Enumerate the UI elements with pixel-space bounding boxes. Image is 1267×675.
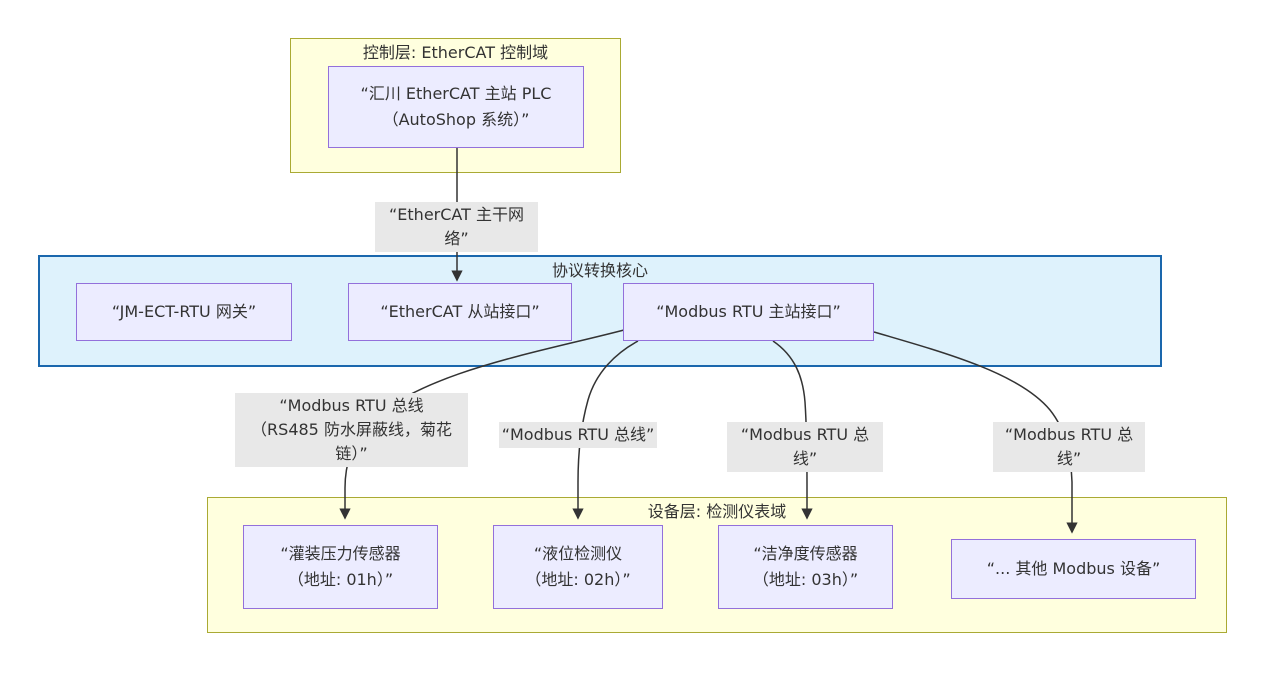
edge-label-modbus-bus-4: “Modbus RTU 总线” <box>993 422 1145 472</box>
edge-label-modbus-bus-2: “Modbus RTU 总线” <box>499 422 657 448</box>
node-plc-master: “汇川 EtherCAT 主站 PLC （AutoShop 系统）” <box>328 66 584 148</box>
edge-label-modbus-bus-1: “Modbus RTU 总线 （RS485 防水屏蔽线，菊花 链）” <box>235 393 468 467</box>
node-liquid-level-detector: “液位检测仪 （地址: 02h）” <box>493 525 663 609</box>
cluster-device-title: 设备层: 检测仪表域 <box>647 502 787 521</box>
edge-label-modbus-bus-3: “Modbus RTU 总线” <box>727 422 883 472</box>
edge-label-ethercat-backbone: “EtherCAT 主干网络” <box>375 202 538 252</box>
node-filling-pressure-sensor: “灌装压力传感器 （地址: 01h）” <box>243 525 438 609</box>
node-cleanliness-sensor: “洁净度传感器 （地址: 03h）” <box>718 525 893 609</box>
node-other-modbus-devices: “... 其他 Modbus 设备” <box>951 539 1196 599</box>
cluster-core-title: 协议转换核心 <box>551 261 648 280</box>
cluster-control-title: 控制层: EtherCAT 控制域 <box>362 43 549 62</box>
node-gateway: “JM-ECT-RTU 网关” <box>76 283 292 341</box>
edge-modbus-to-level-detector <box>572 340 639 520</box>
node-modbus-master-interface: “Modbus RTU 主站接口” <box>623 283 874 341</box>
node-ethercat-slave-interface: “EtherCAT 从站接口” <box>348 283 572 341</box>
